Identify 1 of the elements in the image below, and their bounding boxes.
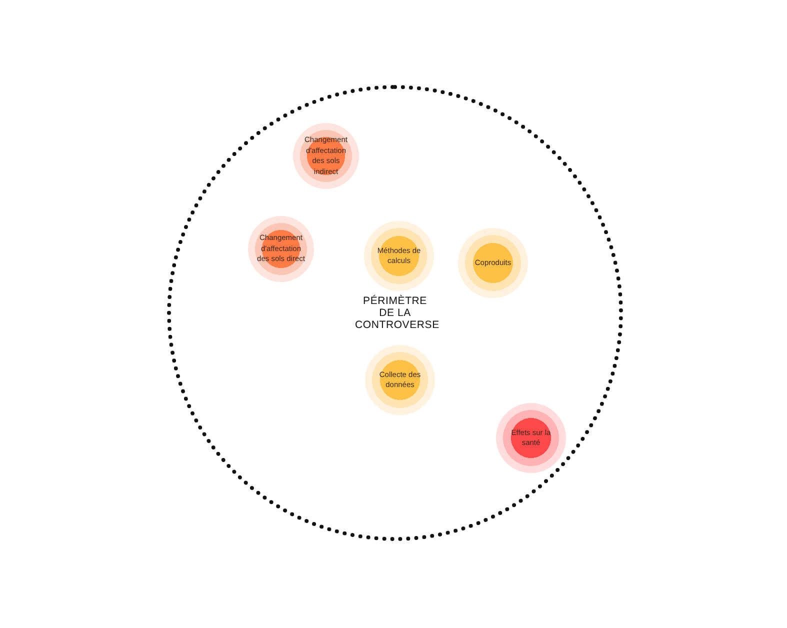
- perimeter-circle: [167, 85, 623, 541]
